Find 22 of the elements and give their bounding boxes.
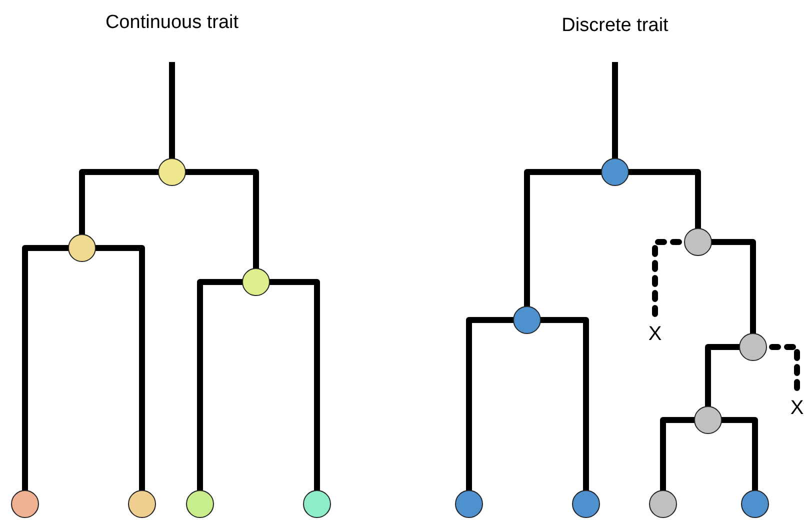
tree-node-circle [158, 158, 186, 186]
tree-node-circle [68, 234, 96, 262]
tree-node-circle [741, 490, 769, 518]
panel-title: Discrete trait [562, 15, 668, 37]
extinction-mark: X [789, 398, 805, 418]
tree-node-circle [186, 490, 214, 518]
branch-line [169, 62, 175, 161]
tree-node-circle [513, 306, 541, 334]
tree-node-circle [303, 490, 331, 518]
tree-node-circle [739, 333, 767, 361]
panel-title: Continuous trait [105, 12, 239, 34]
tree-node-circle [694, 406, 722, 434]
tree-node-circle [649, 490, 677, 518]
tree-node-circle [601, 158, 629, 186]
tree-node-circle [684, 228, 712, 256]
tree-node-circle [572, 490, 600, 518]
tree-node-circle [455, 490, 483, 518]
tree-node-circle [11, 490, 39, 518]
extinction-mark: X [647, 324, 663, 344]
tree-node-circle [242, 268, 270, 296]
tree-node-circle [128, 490, 156, 518]
branch-line [612, 62, 618, 161]
